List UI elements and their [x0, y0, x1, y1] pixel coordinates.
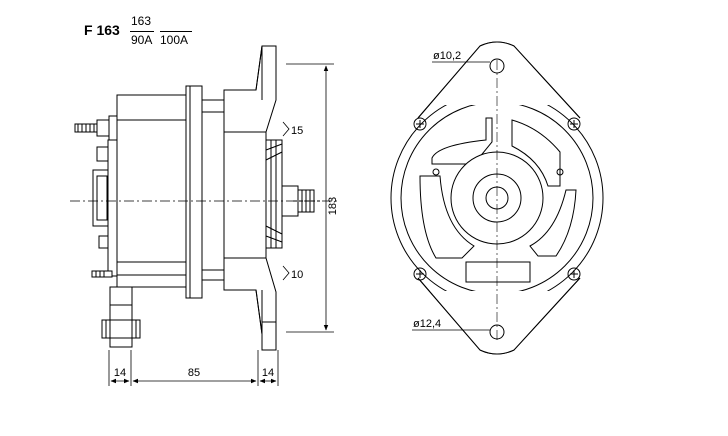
fan-slot-2: [511, 119, 561, 187]
variant-rule: [130, 31, 154, 32]
vent-hole-2: [556, 168, 564, 176]
screw-tl: [413, 117, 427, 131]
dim-right-foot-label: 14: [262, 367, 274, 379]
dim-15-label: 15: [291, 125, 303, 137]
rating-100a: 100A: [160, 33, 189, 47]
dim-10-arrow: [282, 265, 290, 281]
bottom-foot: [101, 286, 277, 351]
variant-label: 163: [131, 14, 152, 28]
rating-90a: 90A: [131, 33, 153, 47]
hole-top-label: ø10,2: [433, 50, 461, 62]
pulley: [265, 139, 283, 249]
hole-bottom-label: ø12,4: [413, 318, 441, 330]
front-view: [390, 41, 604, 355]
screw-bl: [413, 267, 427, 281]
dim-10-label: 10: [291, 269, 303, 281]
dim-height-label: 183: [327, 197, 339, 215]
side-dimensions: [108, 63, 334, 386]
model-label: F 163: [84, 22, 120, 38]
screw-tr: [567, 117, 581, 131]
dim-body-label: 85: [188, 367, 200, 379]
fan-slot-5: [465, 261, 531, 283]
dim-15-arrow: [282, 121, 290, 137]
fan-slot-4: [529, 189, 577, 257]
lower-terminal-bolt: [91, 270, 113, 278]
main-housing: [116, 85, 225, 299]
side-view: [70, 45, 340, 351]
rear-terminal-bolt: [74, 115, 118, 141]
vent-hole-1: [432, 168, 440, 176]
top-lug-outline: [417, 41, 581, 119]
dim-left-foot-label: 14: [114, 367, 126, 379]
front-leaders: [412, 61, 490, 331]
screw-br: [567, 267, 581, 281]
mounting-flange: [223, 45, 277, 335]
rating-rule: [160, 31, 192, 32]
bottom-lug-outline: [417, 277, 581, 355]
fan-slot-3: [419, 175, 475, 259]
rear-cover: [92, 139, 121, 277]
